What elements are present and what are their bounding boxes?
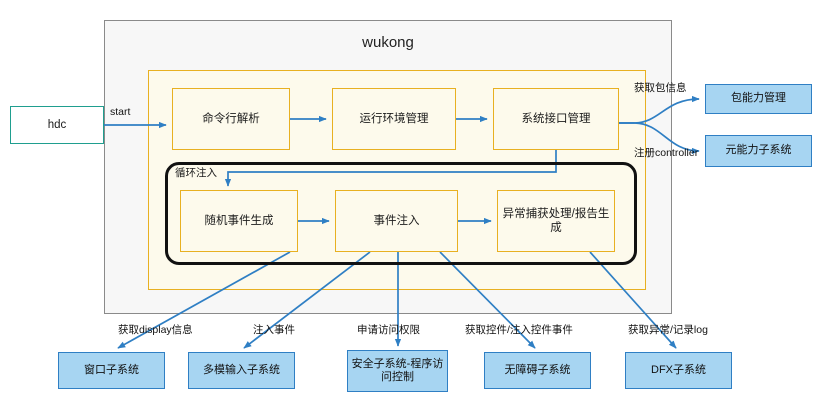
stage-exception-capture-report[interactable]: 异常捕获处理/报告生成 xyxy=(497,190,615,252)
subsystem-accessibility[interactable]: 无障碍子系统 xyxy=(484,352,591,389)
hdc-node[interactable]: hdc xyxy=(10,106,104,144)
stage-system-api-manage[interactable]: 系统接口管理 xyxy=(493,88,619,150)
stage-random-event-generate[interactable]: 随机事件生成 xyxy=(180,190,298,252)
loop-injection-label: 循环注入 xyxy=(175,166,217,179)
subsystem-dfx[interactable]: DFX子系统 xyxy=(625,352,732,389)
stage-command-line-parse[interactable]: 命令行解析 xyxy=(172,88,290,150)
subsystem-multimodal-input[interactable]: 多模输入子系统 xyxy=(188,352,295,389)
loop-injection-container xyxy=(165,162,637,265)
subsystem-meta-ability[interactable]: 元能力子系统 xyxy=(705,135,812,167)
edge-label-request-permission: 申请访问权限 xyxy=(357,324,420,336)
subsystem-security-access-control[interactable]: 安全子系统-程序访问控制 xyxy=(347,350,448,392)
edge-label-start: start xyxy=(110,106,131,118)
edge-label-get-exception-log: 获取异常/记录log xyxy=(628,324,708,336)
subsystem-package-ability[interactable]: 包能力管理 xyxy=(705,84,812,114)
subsystem-window[interactable]: 窗口子系统 xyxy=(58,352,165,389)
edge-label-get-inject-widget-event: 获取控件/注入控件事件 xyxy=(465,324,573,336)
edge-label-get-display-info: 获取display信息 xyxy=(118,324,193,336)
edge-label-inject-event: 注入事件 xyxy=(253,324,295,336)
stage-runtime-env-manage[interactable]: 运行环境管理 xyxy=(332,88,456,150)
edge-label-register-controller: 注册controller xyxy=(634,147,699,159)
stage-event-inject[interactable]: 事件注入 xyxy=(335,190,458,252)
page-title: wukong xyxy=(362,33,414,51)
edge-label-get-package-info: 获取包信息 xyxy=(634,82,687,94)
